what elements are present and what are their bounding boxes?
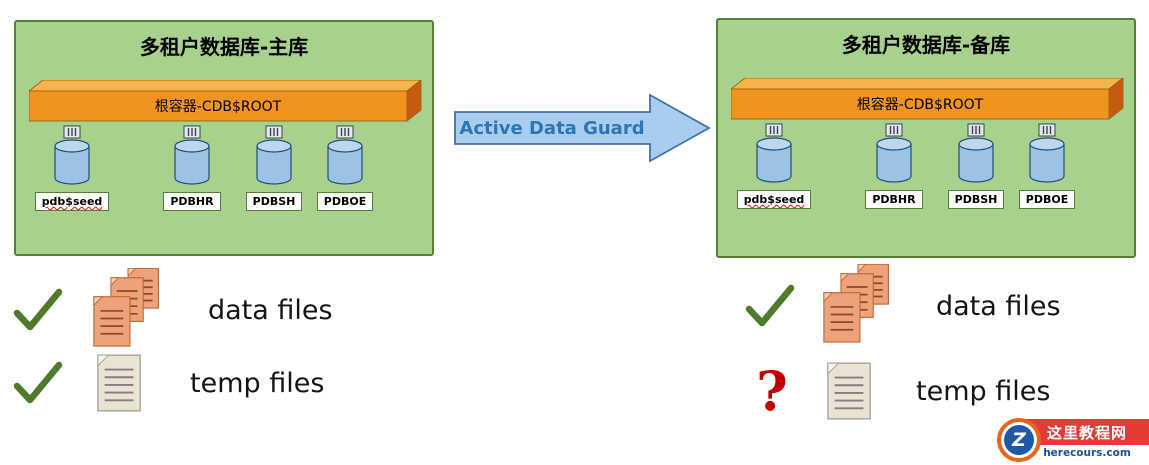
standby-temp-files-row: ? temp files <box>746 360 1050 422</box>
temp-files-label: temp files <box>190 367 325 399</box>
temp-file-icon <box>97 354 141 412</box>
root-container-3d-bar-icon <box>29 80 422 122</box>
database-cylinder-icon <box>174 125 210 185</box>
active-data-guard-arrow: Active Data Guard <box>454 92 712 164</box>
watermark-site-url: herecours.com <box>1025 445 1149 461</box>
root-container-3d-bar-icon <box>731 78 1124 120</box>
standby-pdb-sh: PDBSH <box>928 123 1024 209</box>
standby-data-files-row: data files <box>744 264 1061 348</box>
pdb-label: pdb$seed <box>34 192 110 211</box>
pdb-label: PDBOE <box>316 192 374 211</box>
check-icon <box>745 284 795 327</box>
standby-pdb-hr: PDBHR <box>846 123 942 209</box>
standby-db-panel: 多租户数据库-备库 根容器-CDB$ROOT pdb$seed PDB <box>716 18 1136 258</box>
database-cylinder-icon <box>54 125 90 185</box>
primary-pdb-hr: PDBHR <box>144 125 240 211</box>
temp-file-icon <box>827 362 871 420</box>
database-cylinder-icon <box>876 123 912 183</box>
data-files-label: data files <box>936 290 1061 322</box>
right-arrow-icon <box>454 93 711 163</box>
arrow-label: Active Data Guard <box>459 117 645 139</box>
database-cylinder-icon <box>256 125 292 185</box>
database-cylinder-icon <box>756 123 792 183</box>
standby-pdb-seed: pdb$seed <box>726 123 822 209</box>
data-files-label: data files <box>208 294 333 326</box>
watermark-logo-icon: Z <box>997 418 1041 462</box>
primary-pdb-sh: PDBSH <box>226 125 322 211</box>
database-cylinder-icon <box>958 123 994 183</box>
primary-temp-files-row: temp files <box>12 352 324 414</box>
primary-pdb-seed: pdb$seed <box>24 125 120 211</box>
pdb-label: PDBHR <box>163 192 221 211</box>
check-icon <box>13 288 63 331</box>
standby-root-container-bar: 根容器-CDB$ROOT <box>731 78 1125 120</box>
data-files-icon <box>823 264 889 343</box>
watermark-site-name: 这里教程网 <box>1046 423 1127 442</box>
primary-root-container-bar: 根容器-CDB$ROOT <box>29 80 423 122</box>
pdb-label: pdb$seed <box>736 190 812 209</box>
primary-root-container-label: 根容器-CDB$ROOT <box>154 99 282 115</box>
primary-db-panel: 多租户数据库-主库 根容器-CDB$ROOT pdb$seed PDB <box>14 20 434 256</box>
database-cylinder-icon <box>1029 123 1065 183</box>
pdb-label: PDBSH <box>245 192 303 211</box>
standby-panel-title: 多租户数据库-备库 <box>841 33 1011 57</box>
standby-pdb-oe: PDBOE <box>999 123 1095 209</box>
watermark: 这里教程网 herecours.com Z <box>997 417 1149 463</box>
database-cylinder-icon <box>327 125 363 185</box>
pdb-label: PDBOE <box>1018 190 1076 209</box>
primary-panel-title: 多租户数据库-主库 <box>139 35 309 59</box>
pdb-label: PDBHR <box>865 190 923 209</box>
standby-root-container-label: 根容器-CDB$ROOT <box>856 97 984 113</box>
primary-data-files-row: data files <box>12 268 333 352</box>
question-mark: ? <box>756 359 788 423</box>
watermark-logo-letter: Z <box>1004 425 1034 455</box>
watermark-banner: 这里教程网 <box>1025 419 1149 445</box>
temp-files-label: temp files <box>916 375 1051 407</box>
check-icon <box>13 361 63 404</box>
primary-pdb-oe: PDBOE <box>297 125 393 211</box>
pdb-label: PDBSH <box>947 190 1005 209</box>
data-files-icon <box>93 268 159 347</box>
